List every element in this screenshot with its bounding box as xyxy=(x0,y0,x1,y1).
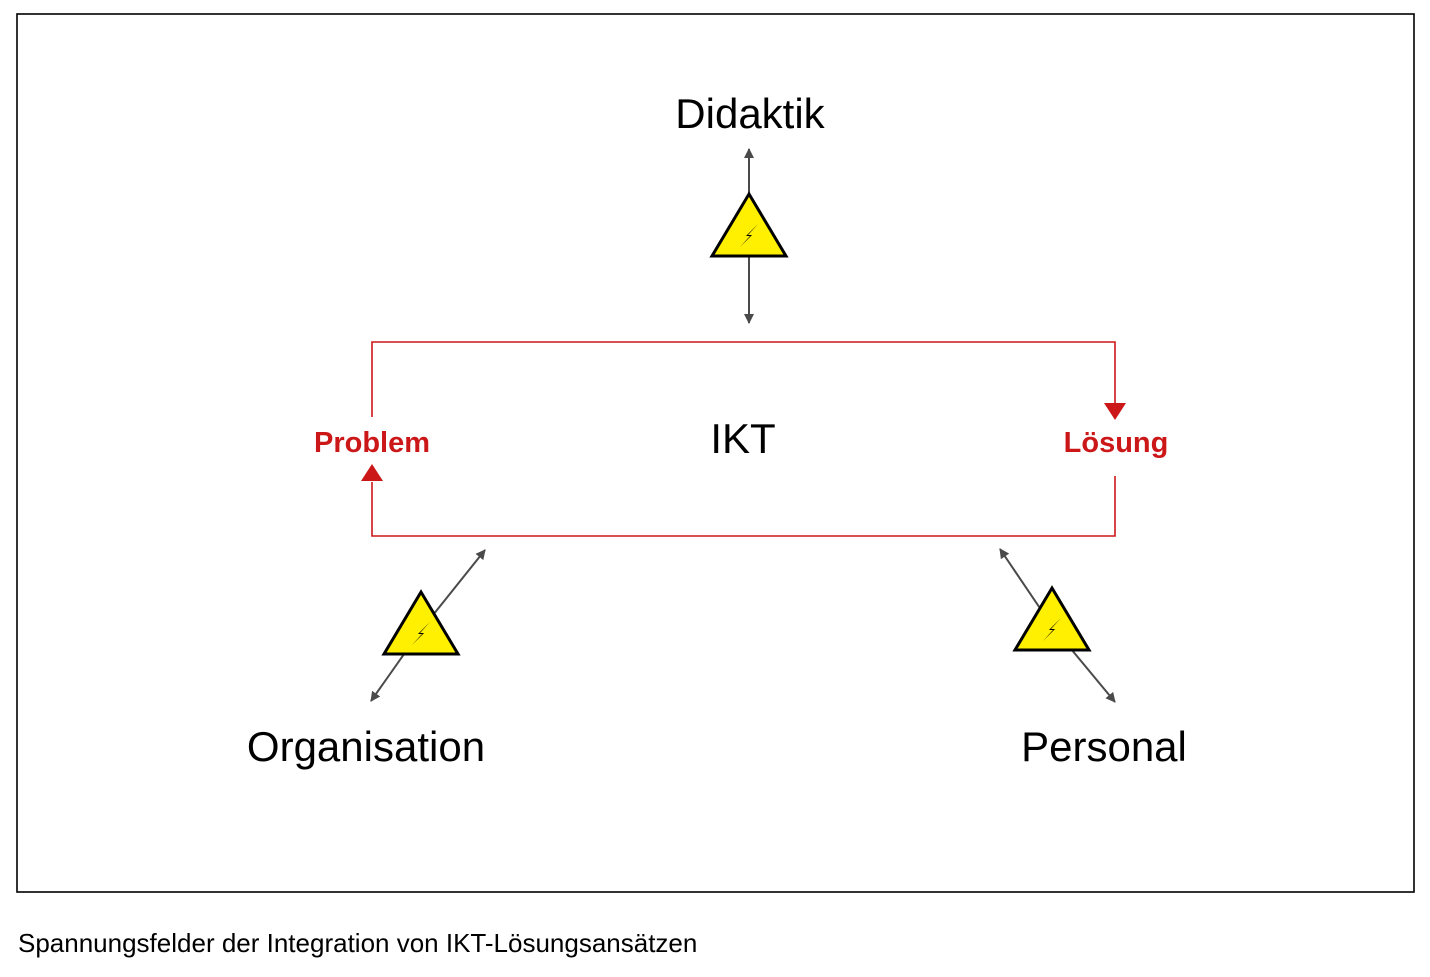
loop-arrowhead-up xyxy=(361,464,383,481)
diagram-frame xyxy=(16,13,1415,893)
problem-solution-loop xyxy=(361,341,1126,537)
loop-bottom-path xyxy=(371,476,1116,537)
label-problem: Problem xyxy=(314,427,430,459)
high-voltage-warning-icon xyxy=(381,589,461,656)
high-voltage-warning-icon xyxy=(709,191,789,258)
loop-arrowhead-down xyxy=(1104,403,1126,420)
node-organisation: Organisation xyxy=(247,723,485,770)
node-didaktik: Didaktik xyxy=(675,90,825,137)
connector-didaktik xyxy=(709,148,789,324)
loop-top-path xyxy=(371,341,1116,417)
node-personal: Personal xyxy=(1021,723,1187,770)
connector-organisation xyxy=(370,549,486,702)
node-ikt: IKT xyxy=(710,415,775,462)
high-voltage-warning-icon xyxy=(1012,585,1092,652)
connector-personal xyxy=(999,548,1116,703)
figure-caption: Spannungsfelder der Integration von IKT-… xyxy=(18,928,698,958)
label-loesung: Lösung xyxy=(1064,427,1169,459)
